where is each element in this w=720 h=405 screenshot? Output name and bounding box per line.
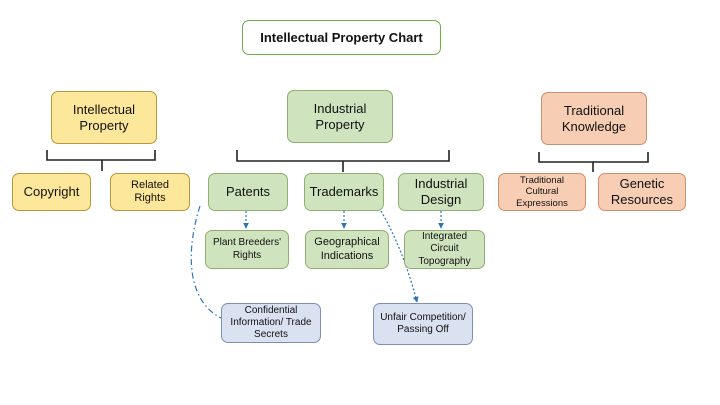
bracket-industrial	[236, 150, 450, 172]
node-label: Geographical Indications	[314, 236, 380, 262]
node-copyright: Copyright	[12, 173, 91, 211]
bracket-intellectual	[46, 150, 156, 171]
node-label: Genetic Resources	[610, 176, 674, 207]
connector-unfair	[380, 210, 419, 303]
connector-confidential	[190, 205, 222, 319]
node-label: Unfair Competition/ Passing Off	[380, 311, 466, 335]
bracket-traditional	[538, 152, 649, 172]
node-related-rights: Related Rights	[110, 173, 190, 211]
chart-title: Intellectual Property Chart	[242, 20, 441, 55]
node-industrial-property: Industrial Property	[287, 90, 393, 143]
node-label: Industrial Property	[313, 100, 367, 132]
node-traditional-knowledge: Traditional Knowledge	[541, 92, 647, 145]
node-industrial-design: Industrial Design	[398, 173, 484, 211]
chart-title-text: Intellectual Property Chart	[260, 29, 423, 45]
node-label: Confidential Information/ Trade Secrets	[230, 304, 312, 341]
node-plant-breeders-rights: Plant Breeders' Rights	[205, 230, 289, 269]
node-intellectual-property: Intellectual Property	[51, 91, 157, 144]
node-label: Industrial Design	[414, 176, 468, 207]
node-label: Traditional Cultural Expressions	[516, 174, 568, 209]
node-label: Integrated Circuit Topography	[418, 231, 471, 267]
node-geographical-indications: Geographical Indications	[305, 230, 389, 269]
node-genetic-resources: Genetic Resources	[598, 173, 686, 211]
node-label: Intellectual Property	[72, 101, 136, 133]
node-integrated-circuit-topography: Integrated Circuit Topography	[404, 230, 485, 269]
node-patents: Patents	[208, 173, 288, 211]
node-label: Plant Breeders' Rights	[212, 237, 282, 261]
node-label: Trademarks	[309, 184, 379, 200]
node-label: Copyright	[23, 184, 80, 200]
node-confidential-information: Confidential Information/ Trade Secrets	[221, 303, 321, 343]
node-label: Traditional Knowledge	[561, 102, 627, 134]
node-trademarks: Trademarks	[304, 173, 384, 211]
node-traditional-cultural-expressions: Traditional Cultural Expressions	[498, 173, 586, 211]
node-unfair-competition: Unfair Competition/ Passing Off	[373, 303, 473, 345]
node-label: Related Rights	[131, 178, 169, 204]
node-label: Patents	[225, 184, 271, 200]
